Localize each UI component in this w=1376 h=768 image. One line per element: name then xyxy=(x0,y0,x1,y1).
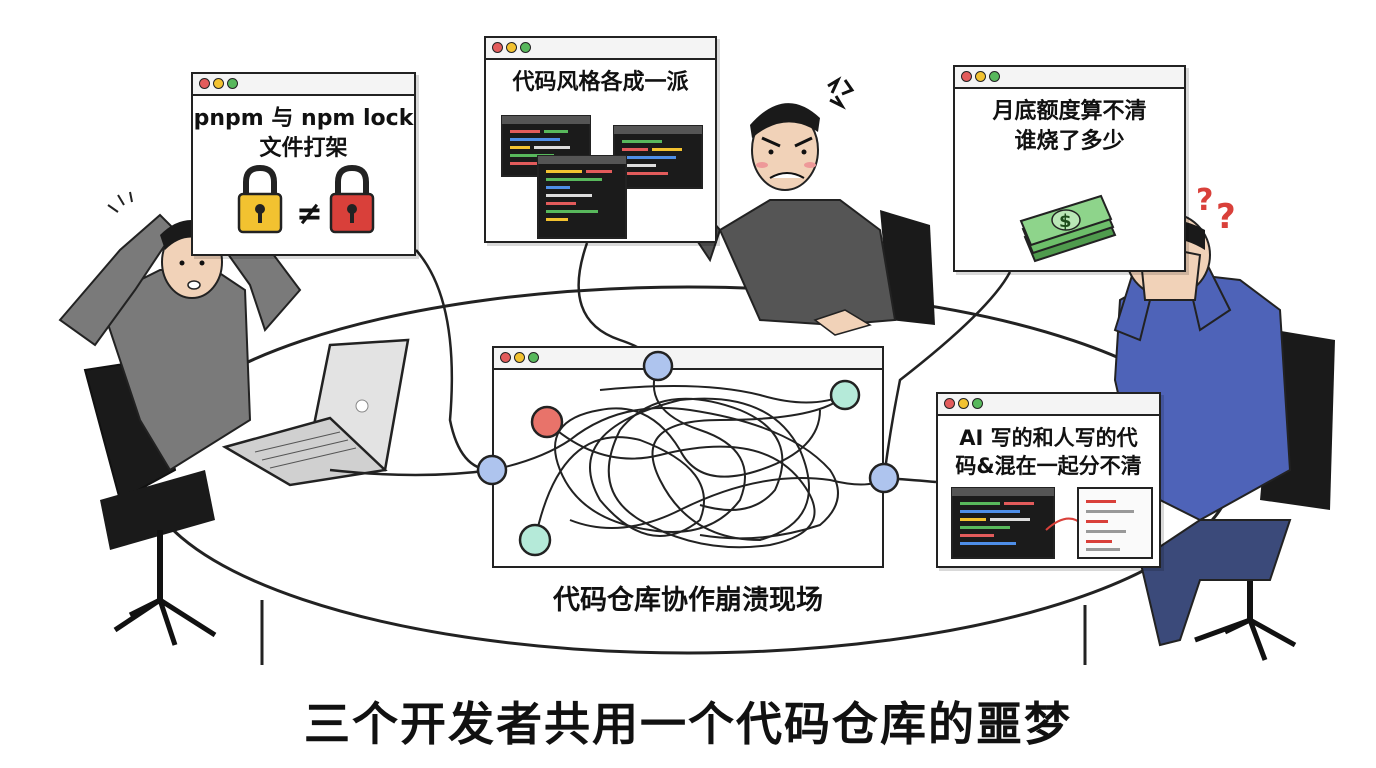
lock-conflict-line2: 文件打架 xyxy=(259,136,348,161)
tangled-dependency-graph xyxy=(491,365,885,549)
budget-panel: 月底额度算不清 谁烧了多少 $ xyxy=(953,65,1186,272)
code-snippet-icon xyxy=(537,155,627,239)
code-compare xyxy=(951,487,1153,559)
not-equal-icon: ≠ xyxy=(296,194,323,232)
maximize-dot-icon xyxy=(227,78,238,89)
code-snippet-icon xyxy=(501,115,591,177)
window-titlebar xyxy=(193,74,414,96)
maximize-dot-icon xyxy=(989,71,1000,82)
ai-mix-panel: AI 写的和人写的代 码&混在一起分不清 xyxy=(936,392,1161,568)
window-titlebar xyxy=(938,394,1159,416)
minimize-dot-icon xyxy=(975,71,986,82)
code-style-text: 代码风格各成一派 xyxy=(512,70,689,95)
close-dot-icon xyxy=(199,78,210,89)
repo-chaos-caption: 代码仓库协作崩溃现场 xyxy=(553,585,823,616)
budget-text: 月底额度算不清 谁烧了多少 xyxy=(955,97,1184,157)
money-area: $ xyxy=(1019,194,1117,263)
window-titlebar xyxy=(955,67,1184,89)
minimize-dot-icon xyxy=(213,78,224,89)
table-legs xyxy=(260,600,1087,665)
stressed-developer-left xyxy=(58,191,302,646)
lock-conflict-text: pnpm 与 npm lock 文件打架 xyxy=(193,104,414,164)
padlock-yellow-icon xyxy=(237,164,283,234)
svg-text:?: ? xyxy=(1196,183,1213,218)
lock-conflict-panel: pnpm 与 npm lock 文件打架 ≠ xyxy=(191,72,416,256)
code-style-panel: 代码风格各成一派 xyxy=(484,36,717,243)
anger-symbol-icon xyxy=(827,76,855,110)
code-snippet-icon xyxy=(951,487,1055,559)
close-dot-icon xyxy=(500,352,511,363)
svg-text:?: ? xyxy=(1216,197,1236,237)
minimize-dot-icon xyxy=(958,398,969,409)
close-dot-icon xyxy=(944,398,955,409)
close-dot-icon xyxy=(492,42,503,53)
lock-conflict-line1: pnpm 与 npm lock xyxy=(193,106,414,131)
ai-mix-text: AI 写的和人写的代 码&混在一起分不清 xyxy=(938,424,1159,480)
padlock-red-icon xyxy=(329,164,375,234)
code-snippet-icon xyxy=(1077,487,1153,559)
maximize-dot-icon xyxy=(528,352,539,363)
laptop-icon xyxy=(221,338,410,487)
dollar-sign: $ xyxy=(1059,211,1072,232)
repo-chaos-window xyxy=(492,346,884,568)
minimize-dot-icon xyxy=(514,352,525,363)
budget-line1: 月底额度算不清 xyxy=(992,99,1147,124)
code-snippet-icon xyxy=(613,125,703,189)
code-snippets-group xyxy=(501,115,703,239)
money-stack-icon: $ xyxy=(1019,194,1117,263)
minimize-dot-icon xyxy=(506,42,517,53)
ai-mix-line2: 码&混在一起分不清 xyxy=(955,454,1142,478)
window-titlebar xyxy=(486,38,715,60)
window-titlebar xyxy=(494,348,882,370)
page-title: 三个开发者共用一个代码仓库的噩梦 xyxy=(304,697,1072,751)
maximize-dot-icon xyxy=(520,42,531,53)
ai-mix-line1: AI 写的和人写的代 xyxy=(959,426,1138,450)
maximize-dot-icon xyxy=(972,398,983,409)
close-dot-icon xyxy=(961,71,972,82)
budget-line2: 谁烧了多少 xyxy=(1014,129,1125,154)
lock-comparison: ≠ xyxy=(237,164,375,234)
